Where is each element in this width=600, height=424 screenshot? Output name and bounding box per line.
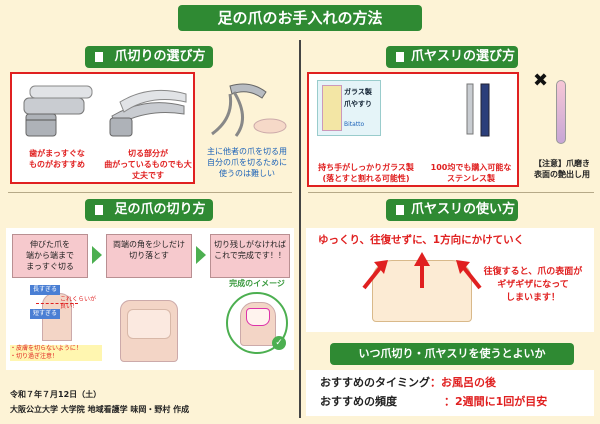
frequency-value: 2週間に1回が目安 — [455, 395, 548, 408]
center-divider — [299, 40, 301, 418]
glass-file-handle — [322, 85, 342, 131]
label-too-short: 短すぎる — [30, 309, 60, 319]
caption-buffer: 【注意】爪磨き 表面の艶出し用 — [534, 159, 590, 179]
section-title-when-to-use: いつ爪切り・爪ヤスリを使うとよいか — [330, 343, 574, 365]
footer-date: 令和７年７月12日（土） — [10, 390, 102, 399]
pkg-brand: Bitatto — [344, 121, 365, 128]
separator: ： — [430, 376, 441, 389]
left-separator-1 — [8, 192, 292, 193]
section-title-how-to-cut: 足の爪の切り方 — [85, 199, 213, 221]
check-icon: ✓ — [272, 336, 286, 350]
section-title-file-usage: 爪ヤスリの使い方 — [386, 199, 518, 221]
length-illustration: 長すぎる これくらいが 良い！ 短すぎる — [12, 285, 102, 345]
file-instruction: ゆっくり、往復せずに、1方向にかけていく — [318, 234, 525, 246]
nail-buffer-image — [556, 80, 566, 144]
section-title-file-choice: 爪ヤスリの選び方 — [386, 46, 518, 68]
page-title: 足の爪のお手入れの方法 — [178, 5, 422, 31]
timing-row: おすすめのタイミング：お風呂の後 — [320, 374, 496, 392]
pkg-text-1: ガラス製 — [344, 88, 372, 96]
warning-note: ・皮膚を切らないように！ ・切り過ぎ注意！ — [10, 345, 102, 361]
frequency-row: おすすめの頻度 ：2週間に1回が目安 — [320, 393, 547, 411]
cross-icon: ✖ — [533, 70, 549, 91]
caption-nipper: 主に他者の爪を切る用 自分の爪を切るために 使うのは難しい — [207, 147, 287, 178]
frequency-label: おすすめの頻度 — [320, 395, 397, 408]
caption-glass-file: 持ち手がしっかりガラス製 (落とすと割れる可能性) — [318, 163, 414, 183]
finished-image-label: 完成のイメージ — [229, 279, 285, 288]
section-title-clipper-choice: 爪切りの選び方 — [85, 46, 213, 68]
step-1: 伸びた爪を 端から端まで まっすぐ切る — [12, 234, 88, 278]
right-separator-1 — [308, 192, 594, 193]
label-too-long: 長すぎる — [30, 285, 60, 295]
corner-cut-illustration — [120, 300, 178, 362]
step-arrow-icon — [196, 246, 206, 264]
finished-nail — [246, 308, 270, 326]
file-direction-arrows — [362, 252, 482, 290]
recommended-clippers-box: 歯がまっすぐな ものがおすすめ 切る部分が 曲がっているものでも大丈夫です — [10, 72, 195, 184]
separator: ： — [444, 395, 455, 408]
recommended-files-box: ガラス製 爪やすり Bitatto 持ち手がしっかりガラス製 (落とすと割れる可… — [307, 72, 519, 187]
glass-file-package: ガラス製 爪やすり Bitatto — [317, 80, 381, 136]
timing-label: おすすめのタイミング — [320, 376, 430, 389]
timing-panel — [306, 370, 594, 416]
nail-shape — [127, 309, 171, 339]
back-and-forth-warning: 往復すると、爪の表面が ギザギザになって しまいます！ — [483, 267, 583, 303]
footer-author: 大阪公立大学 大学院 地域看護学 味岡・野村 作成 — [10, 405, 190, 414]
step-arrow-icon — [92, 246, 102, 264]
curved-clipper-image — [109, 89, 187, 137]
timing-value: お風呂の後 — [441, 376, 496, 389]
stainless-file-image — [466, 83, 490, 137]
step-2: 両端の角を少しだけ 切り落とす — [106, 234, 192, 278]
nipper-image — [211, 83, 287, 137]
pkg-text-2: 爪やすり — [344, 100, 372, 108]
cut-line — [36, 303, 78, 304]
step-3: 切り残しがなければ これで完成です！！ — [210, 234, 290, 278]
finished-image-circle: ✓ — [226, 292, 288, 354]
caption-straight-clipper: 歯がまっすぐな ものがおすすめ — [29, 149, 85, 169]
straight-clipper-image — [23, 85, 93, 137]
caption-stainless-file: 100均でも購入可能な ステンレス製 — [430, 163, 512, 183]
label-just-right: これくらいが 良い！ — [60, 296, 97, 310]
caption-curved-clipper: 切る部分が 曲がっているものでも大丈夫です — [104, 149, 192, 180]
